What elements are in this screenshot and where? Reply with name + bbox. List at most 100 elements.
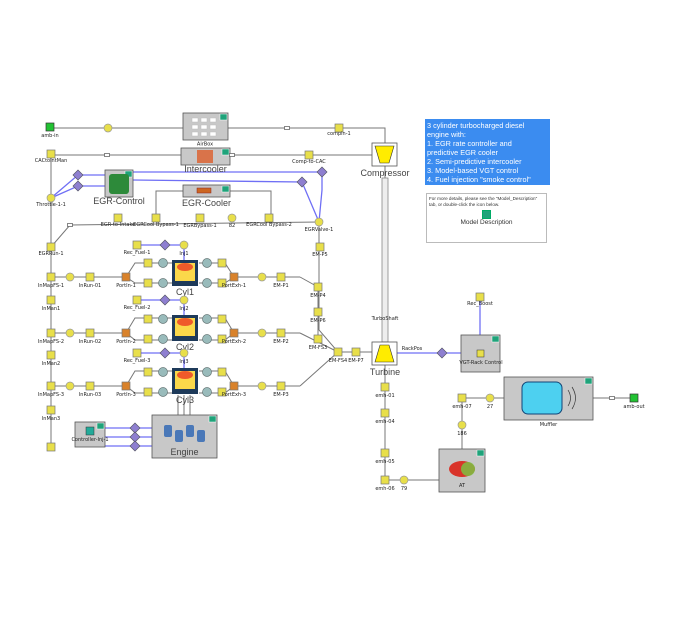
part-diam[interactable] [129,431,141,443]
exh1-orange[interactable] [229,272,239,282]
part-diam[interactable] [159,239,171,251]
port2-orange[interactable] [121,328,131,338]
part-dot[interactable] [158,314,168,324]
part-dot[interactable] [202,367,212,377]
inrun01-sq[interactable] [85,272,95,282]
comp-to-cac-sq[interactable] [304,150,314,160]
emh07-sq[interactable] [457,393,467,403]
egr-control-component[interactable] [104,169,134,198]
part-sq[interactable] [143,314,153,324]
part-sq[interactable] [143,387,153,397]
part-diam[interactable] [436,347,448,359]
rec-fuel1-sq[interactable] [132,240,142,250]
inman2-sq[interactable] [46,350,56,360]
egrcool-bypass1-sq[interactable] [151,213,161,223]
part-tick[interactable] [284,126,290,130]
part-diam[interactable] [296,176,308,188]
rec-boost-sq[interactable] [475,292,485,302]
part-dot[interactable] [202,278,212,288]
part-circ[interactable] [103,123,113,133]
inj1-circ[interactable] [179,240,189,250]
part-diam[interactable] [159,347,171,359]
part-dot[interactable] [202,258,212,268]
part-sq[interactable] [217,258,227,268]
part-dot[interactable] [158,278,168,288]
port1-orange[interactable] [121,272,131,282]
part-circ[interactable] [257,328,267,338]
vgt-rack-control-component[interactable] [460,334,501,373]
exh2-orange[interactable] [229,328,239,338]
n82-circ[interactable] [227,213,237,223]
part-dot[interactable] [158,387,168,397]
part-tick[interactable] [229,153,235,157]
compin-sq[interactable] [334,123,344,133]
rec-fuel3-sq[interactable] [132,348,142,358]
model-description-label[interactable]: Model Description [460,219,513,226]
inrun03-sq[interactable] [85,381,95,391]
inmapfs2-sq[interactable] [46,328,56,338]
aftertreatment-component[interactable] [438,448,486,493]
em-p2-sq[interactable] [276,328,286,338]
egrrun-sq[interactable] [46,242,56,252]
emh06-sq[interactable] [380,475,390,485]
inrun02-sq[interactable] [85,328,95,338]
inj3-circ[interactable] [179,348,189,358]
part-diam[interactable] [129,440,141,452]
inj2-circ[interactable] [179,295,189,305]
part-dot[interactable] [202,334,212,344]
emh05-sq[interactable] [380,448,390,458]
part-dot[interactable] [158,258,168,268]
part-sq[interactable] [217,334,227,344]
n186-circ[interactable] [457,420,467,430]
part-sq[interactable] [143,334,153,344]
engine-component[interactable] [151,414,218,459]
part-tick[interactable] [104,153,110,157]
egrvalve-circ[interactable] [314,217,324,227]
part-dot[interactable] [158,367,168,377]
egrbypass1-sq[interactable] [195,213,205,223]
port3-orange[interactable] [121,381,131,391]
egr-cooler-component[interactable] [182,184,231,198]
part-sq[interactable] [217,314,227,324]
part-sq[interactable] [46,442,56,452]
part-diam[interactable] [316,166,328,178]
em-p5-sq[interactable] [315,242,325,252]
part-circ[interactable] [257,272,267,282]
em-fs4-sq[interactable] [333,347,343,357]
part-sq[interactable] [217,367,227,377]
em-p1-sq[interactable] [276,272,286,282]
egr-to-intake-sq[interactable] [113,213,123,223]
turbine-component[interactable] [371,341,398,366]
inmapfs1-sq[interactable] [46,272,56,282]
part-dot[interactable] [202,387,212,397]
part-sq[interactable] [143,258,153,268]
part-diam[interactable] [72,169,84,181]
cac-sq[interactable] [46,149,56,159]
part-circ[interactable] [65,381,75,391]
inmapfs3-sq[interactable] [46,381,56,391]
cyl2-component[interactable] [172,315,198,341]
part-sq[interactable] [143,367,153,377]
em-p6-sq[interactable] [313,307,323,317]
emh01-sq[interactable] [380,382,390,392]
n79-circ[interactable] [399,475,409,485]
part-diam[interactable] [129,422,141,434]
part-diam[interactable] [72,180,84,192]
cyl3-component[interactable] [172,368,198,394]
part-circ[interactable] [257,381,267,391]
em-fs3-sq[interactable] [313,334,323,344]
amb-out-green[interactable] [629,393,639,403]
part-sq[interactable] [143,278,153,288]
n27-circ[interactable] [485,393,495,403]
part-circ[interactable] [65,272,75,282]
part-tick[interactable] [609,396,615,400]
emh04-sq[interactable] [380,408,390,418]
em-p3-sq[interactable] [276,381,286,391]
airbox-component[interactable] [182,112,229,141]
part-sq[interactable] [217,387,227,397]
muffler-component[interactable] [503,376,594,421]
inman1-sq[interactable] [46,295,56,305]
part-dot[interactable] [158,334,168,344]
cyl1-component[interactable] [172,260,198,286]
